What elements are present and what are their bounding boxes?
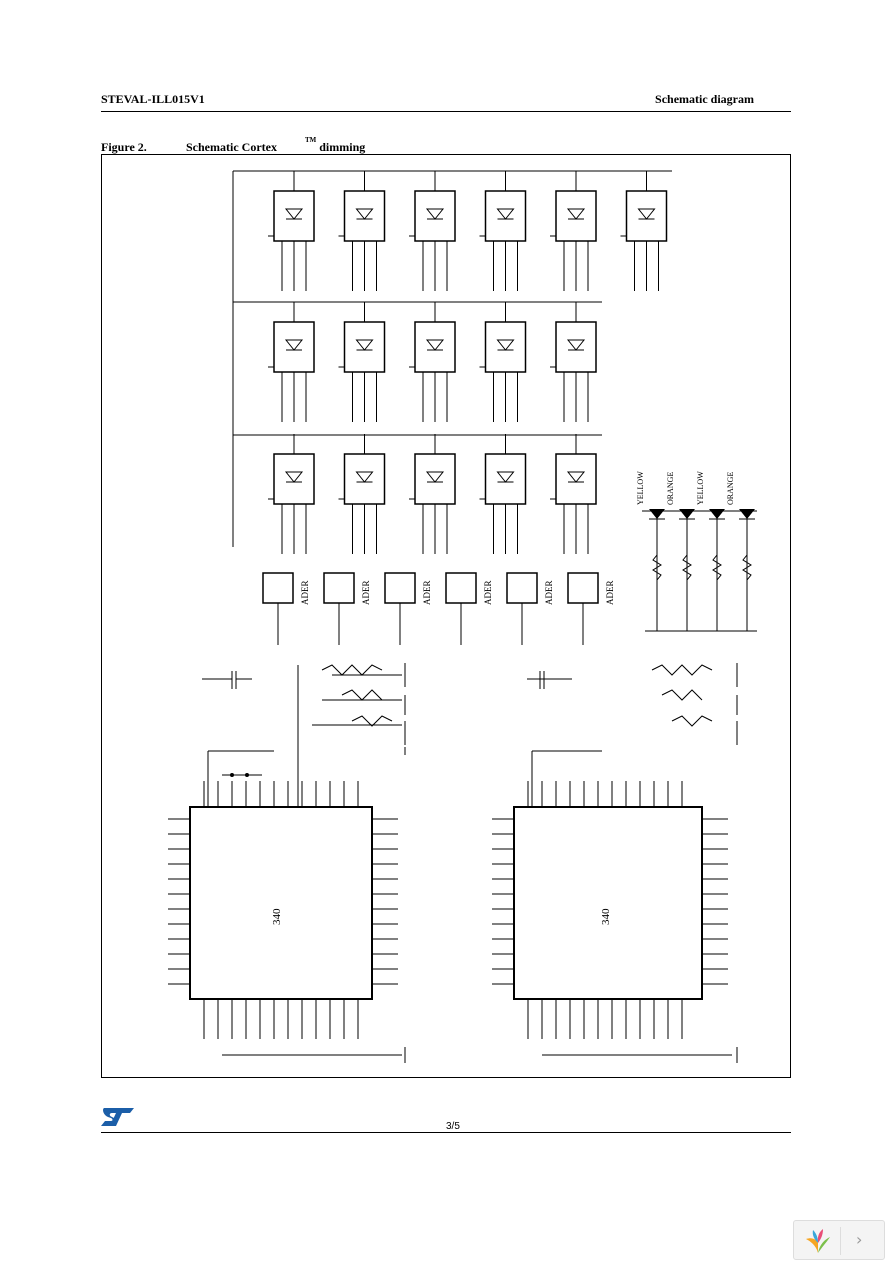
section-title: Schematic diagram: [655, 92, 754, 106]
mcu-right: 340: [492, 663, 738, 1063]
led-driver: [338, 302, 386, 422]
indicator-led: YELLOW: [696, 471, 725, 631]
led-driver: [338, 171, 386, 291]
led-color-label: ORANGE: [726, 472, 735, 505]
led-driver: [620, 171, 668, 291]
led-driver: [409, 171, 456, 291]
app-leaf-icon[interactable]: [804, 1227, 832, 1255]
led-driver: [550, 171, 597, 291]
header-label: ADER: [483, 581, 493, 606]
led-driver: [479, 171, 527, 291]
chevron-right-icon[interactable]: ›: [856, 1230, 863, 1249]
led-driver: [479, 434, 527, 554]
trademark-mark: TM: [304, 136, 317, 144]
header-label: ADER: [605, 581, 615, 606]
header-label: ADER: [422, 581, 432, 606]
led-driver: [550, 434, 597, 554]
mcu-right-label: 340: [600, 908, 612, 925]
figure-label: Figure 2.: [101, 140, 147, 154]
header-connector: ADER: [262, 572, 310, 645]
indicator-led: ORANGE: [726, 472, 755, 631]
connector-row: ADER ADER ADER ADER ADER ADER: [262, 572, 615, 645]
header-label: ADER: [361, 581, 371, 606]
led-driver: [409, 302, 456, 422]
led-driver: [409, 434, 456, 554]
st-logo-icon: [101, 1108, 134, 1126]
footer-rule: [101, 1132, 791, 1133]
led-driver: [268, 171, 315, 291]
header-connector: ADER: [323, 572, 371, 645]
header-label: ADER: [544, 581, 554, 606]
led-driver: [479, 302, 527, 422]
led-color-label: YELLOW: [696, 471, 705, 505]
document-id: STEVAL-ILL015V1: [101, 92, 205, 106]
led-driver: [338, 434, 386, 554]
figure-title-end: dimming: [319, 140, 366, 154]
indicator-led: YELLOW: [636, 471, 665, 631]
led-color-label: YELLOW: [636, 471, 645, 505]
header-rule: [101, 111, 791, 112]
viewer-separator: [840, 1227, 841, 1255]
header-connector: ADER: [567, 572, 615, 645]
led-driver-array: [268, 171, 668, 554]
page-number: 3/5: [446, 1121, 460, 1132]
led-driver: [268, 302, 315, 422]
mcu-left-label: 340: [271, 908, 283, 925]
header-label: ADER: [300, 581, 310, 606]
led-driver: [550, 302, 597, 422]
header-connector: ADER: [384, 572, 432, 645]
header-connector: ADER: [506, 572, 554, 645]
led-color-label: ORANGE: [666, 472, 675, 505]
led-driver: [268, 434, 315, 554]
viewer-nav-widget[interactable]: ›: [793, 1220, 885, 1260]
figure-title: Schematic Cortex TM dimming: [186, 136, 366, 155]
mcu-left: 340: [168, 663, 406, 1063]
figure-title-start: Schematic Cortex: [186, 140, 277, 154]
header-connector: ADER: [445, 572, 493, 645]
indicator-led: ORANGE: [666, 472, 695, 631]
indicator-leds: YELLOW ORANGE YELLOW ORANGE: [636, 471, 757, 632]
